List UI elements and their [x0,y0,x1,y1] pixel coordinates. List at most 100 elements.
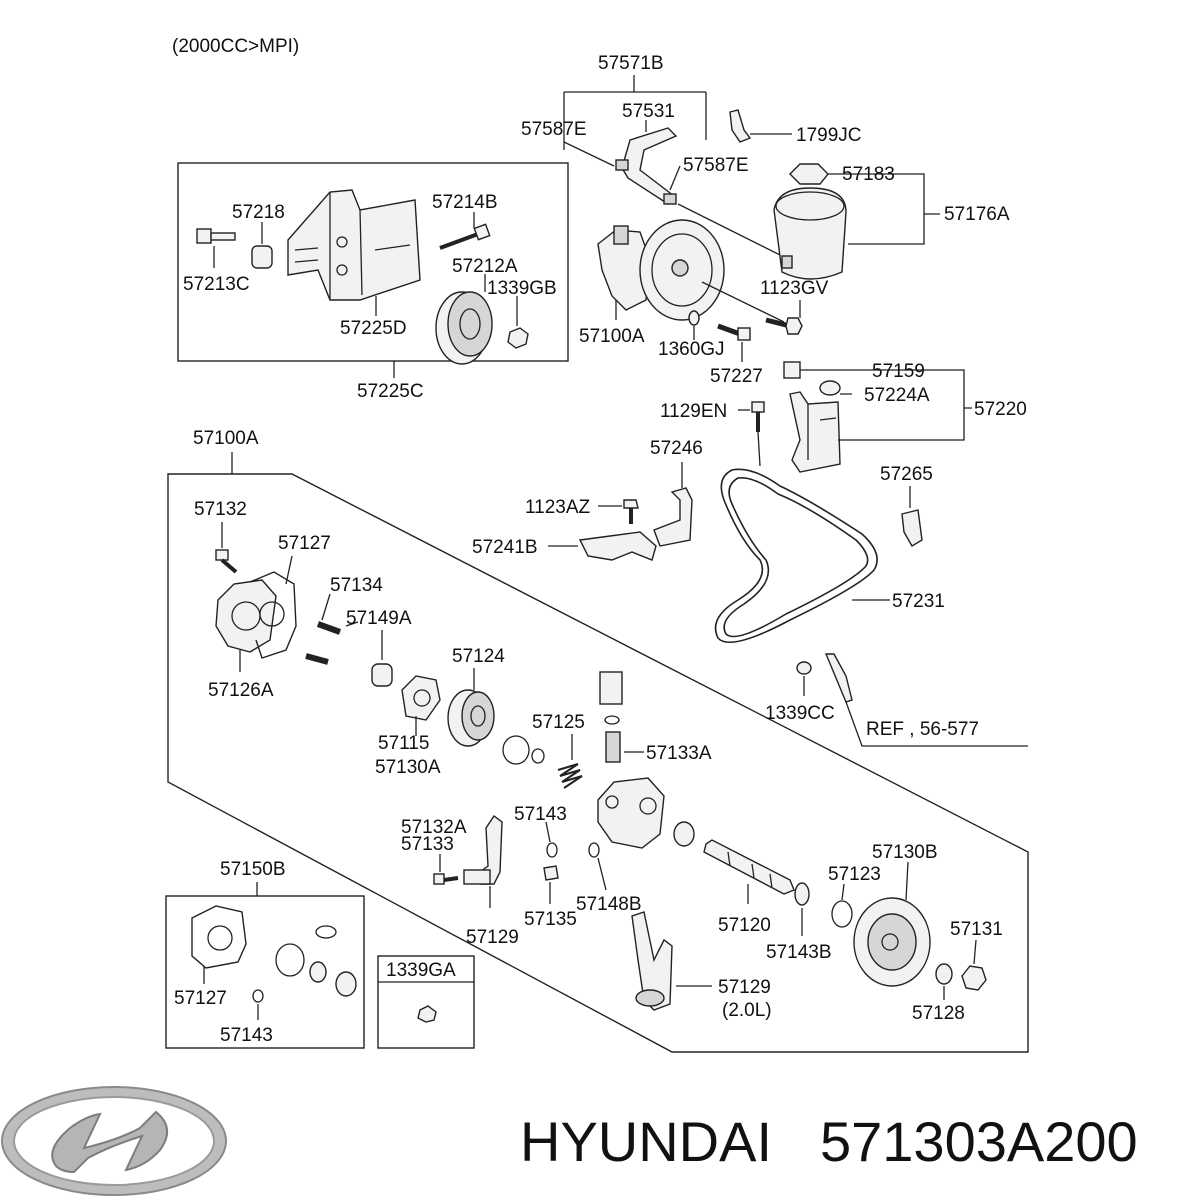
label-1799JC: 1799JC [796,125,862,146]
label-57143-a: 57143 [514,804,567,825]
bracket-57225D [287,189,421,301]
nut-1339GA [417,1005,437,1023]
label-57227: 57227 [710,366,763,387]
label-ref-56-577: REF , 56-577 [866,719,979,740]
bolt-57227 [717,323,751,341]
clamp-57587E-a [615,159,629,171]
bolt-57213C [196,228,236,244]
variant-caption: (2000CC>MPI) [172,36,299,57]
label-57129-b: 57129 [718,977,771,998]
label-57100A-top: 57100A [579,326,645,347]
bushing [371,663,393,687]
label-57131: 57131 [950,919,1003,940]
label-57183: 57183 [842,164,895,185]
label-57531: 57531 [622,101,675,122]
ref-bracket [824,653,853,703]
label-1339GB: 1339GB [487,278,557,299]
pulley-57130B [853,897,931,987]
label-57159: 57159 [872,361,925,382]
clip-57265 [901,509,923,547]
label-1339CC: 1339CC [765,703,835,724]
label-57176A: 57176A [944,204,1010,225]
o-ring-kit-b [315,925,337,939]
label-57212A: 57212A [452,256,518,277]
label-57143B: 57143B [766,942,832,963]
bracket-57129-a [479,814,503,885]
hyundai-logo-icon [1,1086,227,1196]
label-57125: 57125 [532,712,585,733]
washer-1360GJ [688,310,700,326]
label-57126A: 57126A [208,680,274,701]
label-57587E-b: 57587E [683,155,749,176]
label-57220: 57220 [974,399,1027,420]
bracket-57246 [653,487,693,547]
rotor-57115 [401,675,441,721]
label-57214B: 57214B [432,192,498,213]
bracket-57129-b [631,911,673,1011]
label-57587E-a: 57587E [521,119,587,140]
label-57133: 57133 [401,834,454,855]
label-57246: 57246 [650,438,703,459]
seal-57143B [794,882,810,906]
gasket-57127-kit [191,905,247,969]
label-57241B: 57241B [472,537,538,558]
clip-1799JC [729,109,752,143]
ring-57148B [588,842,600,858]
label-57218: 57218 [232,202,285,223]
label-57100A-group: 57100A [193,428,259,449]
reservoir-cap-57183 [789,163,829,185]
label-57130A: 57130A [375,757,441,778]
idler-pulley-57212A [435,291,493,365]
pump-group-outline [167,473,1029,1053]
label-57231: 57231 [892,591,945,612]
bolt-1123AZ [623,499,639,524]
drive-belt-57231 [714,468,878,644]
bolt-57214B [439,223,491,250]
nut-57224A [819,380,841,396]
label-57128: 57128 [912,1003,965,1024]
label-57124: 57124 [452,646,505,667]
label-2-0L: (2.0L) [722,1000,772,1021]
label-57225C: 57225C [357,381,424,402]
pump-57100A [597,219,725,321]
bolt-57132 [215,549,238,574]
hose-57531 [621,127,678,205]
label-1360GJ: 1360GJ [658,339,725,360]
clip-57159 [783,361,801,379]
label-57133A: 57133A [646,743,712,764]
nut-57131 [961,965,987,991]
seal-kit-c [309,961,327,983]
label-57148B: 57148B [576,894,642,915]
bracket-57220 [789,391,841,473]
label-57123: 57123 [828,864,881,885]
brand-name: HYUNDAI [520,1110,772,1173]
clamp-57587E-b [663,193,677,205]
bearing-57124 [447,689,495,747]
nut-1339GB [507,327,529,349]
bolt-57133 [433,873,459,885]
label-57115: 57115 [378,733,429,754]
seal-kit-d [335,971,357,997]
label-57132A: 57132A [401,817,467,838]
bolt-1123GV [765,317,803,335]
part-number: 571303A200 [820,1110,1138,1173]
label-57571B: 57571B [598,53,664,74]
label-57130B: 57130B [872,842,938,863]
o-ring-small [531,748,545,764]
pump-cover-57126A [215,579,277,653]
seal-kit-box-57150B [165,895,365,1049]
label-57129-a: 57129 [466,927,519,948]
reservoir-57176A [773,187,847,280]
label-1129EN: 1129EN [660,401,727,422]
label-57265: 57265 [880,464,933,485]
label-57224A: 57224A [864,385,930,406]
fitting-57133A [599,671,623,763]
shaft-seal [673,821,695,847]
washer-57128 [935,963,953,985]
label-1339GA: 1339GA [386,960,456,981]
label-57127-b: 57127 [174,988,227,1009]
gasket-57127 [249,571,297,659]
label-57120: 57120 [718,915,771,936]
label-57134: 57134 [330,575,383,596]
